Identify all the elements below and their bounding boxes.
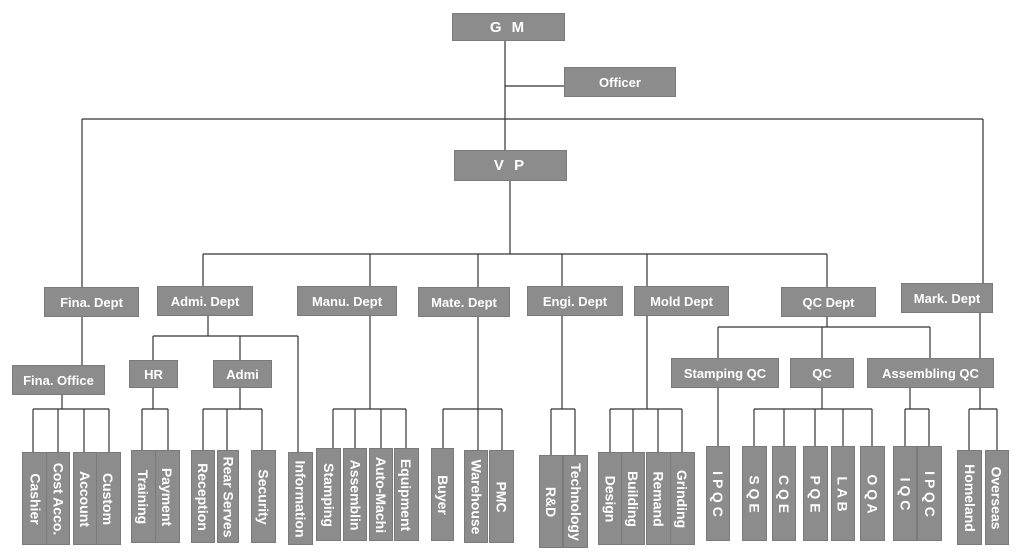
dept-mate: Mate. Dept	[418, 287, 510, 317]
leaf-remand-label: Remand	[650, 470, 667, 527]
vp-box: V P	[454, 150, 567, 181]
leaf-assemblin: Assemblin	[343, 448, 367, 541]
dept-qc: QC Dept	[781, 287, 876, 317]
leaf-pqe-label: P Q E	[807, 474, 824, 513]
leaf-auto-machi-label: Auto-Machi	[373, 456, 389, 533]
leaf-pqe: P Q E	[803, 446, 828, 541]
leaf-ipqc-stamping: I P Q C	[706, 446, 730, 541]
leaf-oqa-label: O Q A	[864, 473, 881, 514]
leaf-iqc-label: I Q C	[897, 477, 914, 510]
leaf-auto-machi: Auto-Machi	[369, 448, 393, 541]
leaf-ipqc-assembling-label: I P Q C	[921, 470, 938, 517]
leaf-overseas-label: Overseas	[989, 465, 1005, 530]
leaf-pmc: PMC	[489, 450, 514, 543]
leaf-cqe-label: C Q E	[776, 474, 792, 513]
leaf-account: Account	[73, 452, 97, 545]
leaf-iqc: I Q C	[893, 446, 917, 541]
dept-mold: Mold Dept	[634, 286, 729, 316]
sub-stamping-qc: Stamping QC	[671, 358, 779, 388]
leaf-warehouse: Warehouse	[464, 450, 488, 543]
leaf-stamping-label: Stamping	[320, 462, 337, 527]
leaf-pmc-label: PMC	[493, 480, 510, 513]
leaf-assemblin-label: Assemblin	[347, 459, 363, 530]
leaf-cashier: Cashier	[22, 452, 49, 545]
leaf-information-label: Information	[292, 460, 309, 537]
leaf-design-label: Design	[602, 475, 618, 522]
leaf-sqe-label: S Q E	[746, 474, 763, 513]
leaf-security-label: Security	[255, 468, 272, 525]
leaf-stamping: Stamping	[316, 448, 341, 541]
leaf-reception-label: Reception	[195, 462, 211, 531]
leaf-cost-acco: Cost Acco.	[46, 452, 70, 545]
leaf-buyer: Buyer	[431, 448, 454, 541]
leaf-payment-label: Payment	[159, 467, 176, 526]
leaf-training: Training	[131, 450, 156, 543]
leaf-technology: Technology	[563, 455, 588, 548]
leaf-lab-label: L A B	[835, 475, 852, 512]
sub-qc: QC	[790, 358, 854, 388]
sub-admi: Admi	[213, 360, 272, 388]
leaf-cashier-label: Cashier	[27, 472, 44, 525]
sub-assembling-qc: Assembling QC	[867, 358, 994, 388]
leaf-information: Information	[288, 452, 313, 545]
dept-manu: Manu. Dept	[297, 286, 397, 316]
leaf-cost-acco-label: Cost Acco.	[50, 462, 67, 535]
gm-box: G M	[452, 13, 565, 41]
leaf-design: Design	[598, 452, 622, 545]
leaf-grinding: Grinding	[670, 452, 695, 545]
leaf-rnd-label: R&D	[543, 486, 559, 517]
sub-hr: HR	[129, 360, 178, 388]
leaf-oqa: O Q A	[860, 446, 885, 541]
leaf-rnd: R&D	[539, 455, 563, 548]
leaf-security: Security	[251, 450, 276, 543]
dept-engi: Engi. Dept	[527, 286, 623, 316]
leaf-lab: L A B	[831, 446, 855, 541]
leaf-grinding-label: Grinding	[674, 469, 691, 528]
leaf-rear-serves-label: Rear Serves	[220, 456, 237, 537]
dept-admi: Admi. Dept	[157, 286, 253, 316]
leaf-homeland: Homeland	[957, 450, 982, 545]
leaf-equipment-label: Equipment	[398, 458, 415, 531]
leaf-sqe: S Q E	[742, 446, 767, 541]
leaf-cqe: C Q E	[772, 446, 796, 541]
officer-box: Officer	[564, 67, 676, 97]
leaf-overseas: Overseas	[985, 450, 1009, 545]
dept-fina: Fina. Dept	[44, 287, 139, 317]
leaf-building: Building	[621, 452, 645, 545]
leaf-rear-serves: Rear Serves	[217, 450, 239, 543]
leaf-ipqc-stamping-label: I P Q C	[710, 470, 726, 517]
sub-fina-office: Fina. Office	[12, 365, 105, 395]
leaf-homeland-label: Homeland	[961, 463, 978, 532]
leaf-training-label: Training	[135, 469, 152, 524]
leaf-reception: Reception	[191, 450, 215, 543]
leaf-payment: Payment	[155, 450, 180, 543]
dept-mark: Mark. Dept	[901, 283, 993, 313]
leaf-buyer-label: Buyer	[434, 474, 451, 515]
leaf-equipment: Equipment	[394, 448, 419, 541]
leaf-technology-label: Technology	[567, 462, 584, 541]
leaf-account-label: Account	[77, 470, 93, 527]
leaf-building-label: Building	[625, 470, 641, 527]
leaf-warehouse-label: Warehouse	[468, 459, 485, 534]
leaf-custom: Custom	[96, 452, 121, 545]
leaf-remand: Remand	[646, 452, 671, 545]
leaf-custom-label: Custom	[100, 472, 117, 525]
leaf-ipqc-assembling: I P Q C	[917, 446, 942, 541]
